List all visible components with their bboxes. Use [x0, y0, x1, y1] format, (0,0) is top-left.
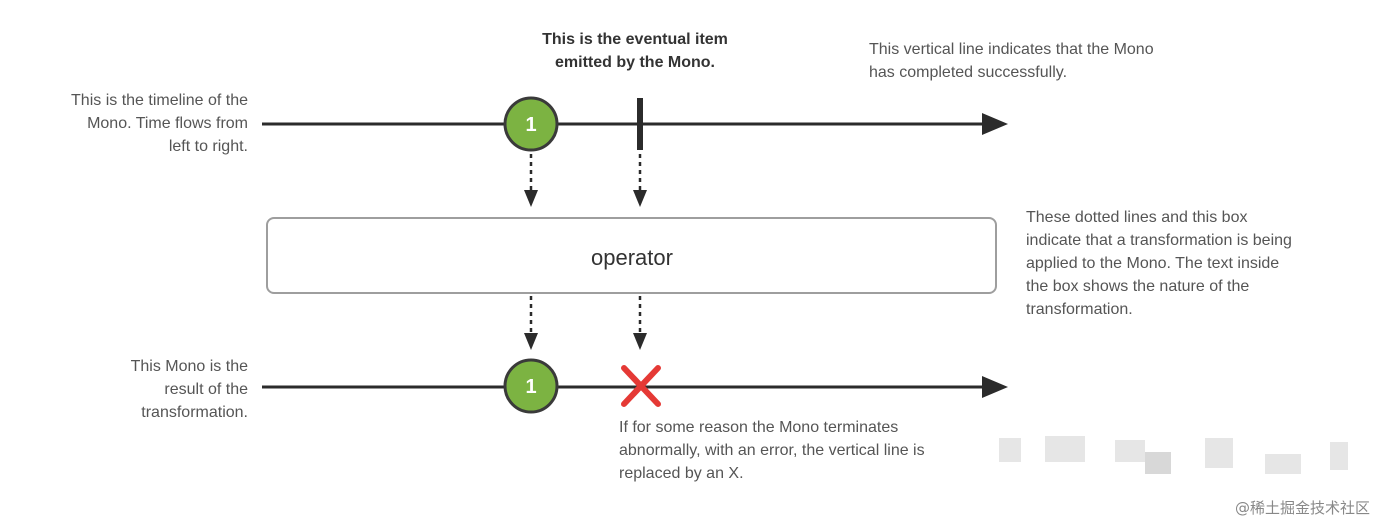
result-timeline-arrowhead: [982, 376, 1008, 398]
operator-box: [266, 217, 997, 294]
dotted-arrow-complete-to-operator-head: [633, 190, 647, 207]
error-x-icon: [621, 365, 661, 407]
error-note-line: abnormally, with an error, the vertical …: [619, 442, 925, 459]
result-note: This Mono is the result of the transform…: [60, 355, 248, 424]
timeline-note-line: left to right.: [168, 138, 248, 155]
timeline-note: This is the timeline of the Mono. Time f…: [20, 89, 248, 158]
blur-block: [1115, 440, 1145, 462]
operator-label: operator: [591, 245, 673, 270]
watermark-text: @稀土掘金技术社区: [1234, 499, 1370, 517]
eventual-item-note-line: This is the eventual item: [542, 31, 728, 48]
operator-note-line: the box shows the nature of the: [1026, 278, 1250, 295]
error-note-line: replaced by an X.: [619, 465, 744, 482]
completed-note-line: This vertical line indicates that the Mo…: [869, 41, 1154, 58]
eventual-item-note: This is the eventual item emitted by the…: [495, 28, 775, 74]
dotted-arrow-operator-to-error-head: [633, 333, 647, 350]
dotted-arrow-item-to-operator-head: [524, 190, 538, 207]
blur-block: [1145, 452, 1171, 474]
operator-note: These dotted lines and this box indicate…: [1026, 206, 1366, 321]
eventual-item-note-line: emitted by the Mono.: [555, 54, 715, 71]
operator-note-line: indicate that a transformation is being: [1026, 232, 1292, 249]
result-note-line: This Mono is the: [130, 358, 248, 375]
completed-note-line: has completed successfully.: [869, 64, 1068, 81]
blur-block: [1205, 438, 1233, 468]
blur-overlay: [985, 430, 1360, 480]
error-note: If for some reason the Mono terminates a…: [619, 416, 989, 485]
result-note-line: result of the: [164, 381, 248, 398]
blur-block: [1265, 454, 1301, 474]
completed-note: This vertical line indicates that the Mo…: [869, 38, 1269, 84]
timeline-note-line: This is the timeline of the: [71, 92, 248, 109]
operator-note-line: transformation.: [1026, 301, 1133, 318]
source-item-label: 1: [525, 114, 536, 136]
blur-block: [999, 438, 1021, 462]
error-note-line: If for some reason the Mono terminates: [619, 419, 899, 436]
operator-note-line: applied to the Mono. The text inside: [1026, 255, 1280, 272]
result-item-circle: [503, 358, 559, 414]
result-note-line: transformation.: [141, 404, 248, 421]
source-timeline-arrowhead: [982, 113, 1008, 135]
blur-block: [1330, 442, 1348, 470]
operator-note-line: These dotted lines and this box: [1026, 209, 1248, 226]
timeline-note-line: Mono. Time flows from: [87, 115, 248, 132]
result-item-label: 1: [525, 376, 536, 398]
dotted-arrow-operator-to-item-head: [524, 333, 538, 350]
source-item-circle: [503, 96, 559, 152]
blur-block: [1045, 436, 1085, 462]
